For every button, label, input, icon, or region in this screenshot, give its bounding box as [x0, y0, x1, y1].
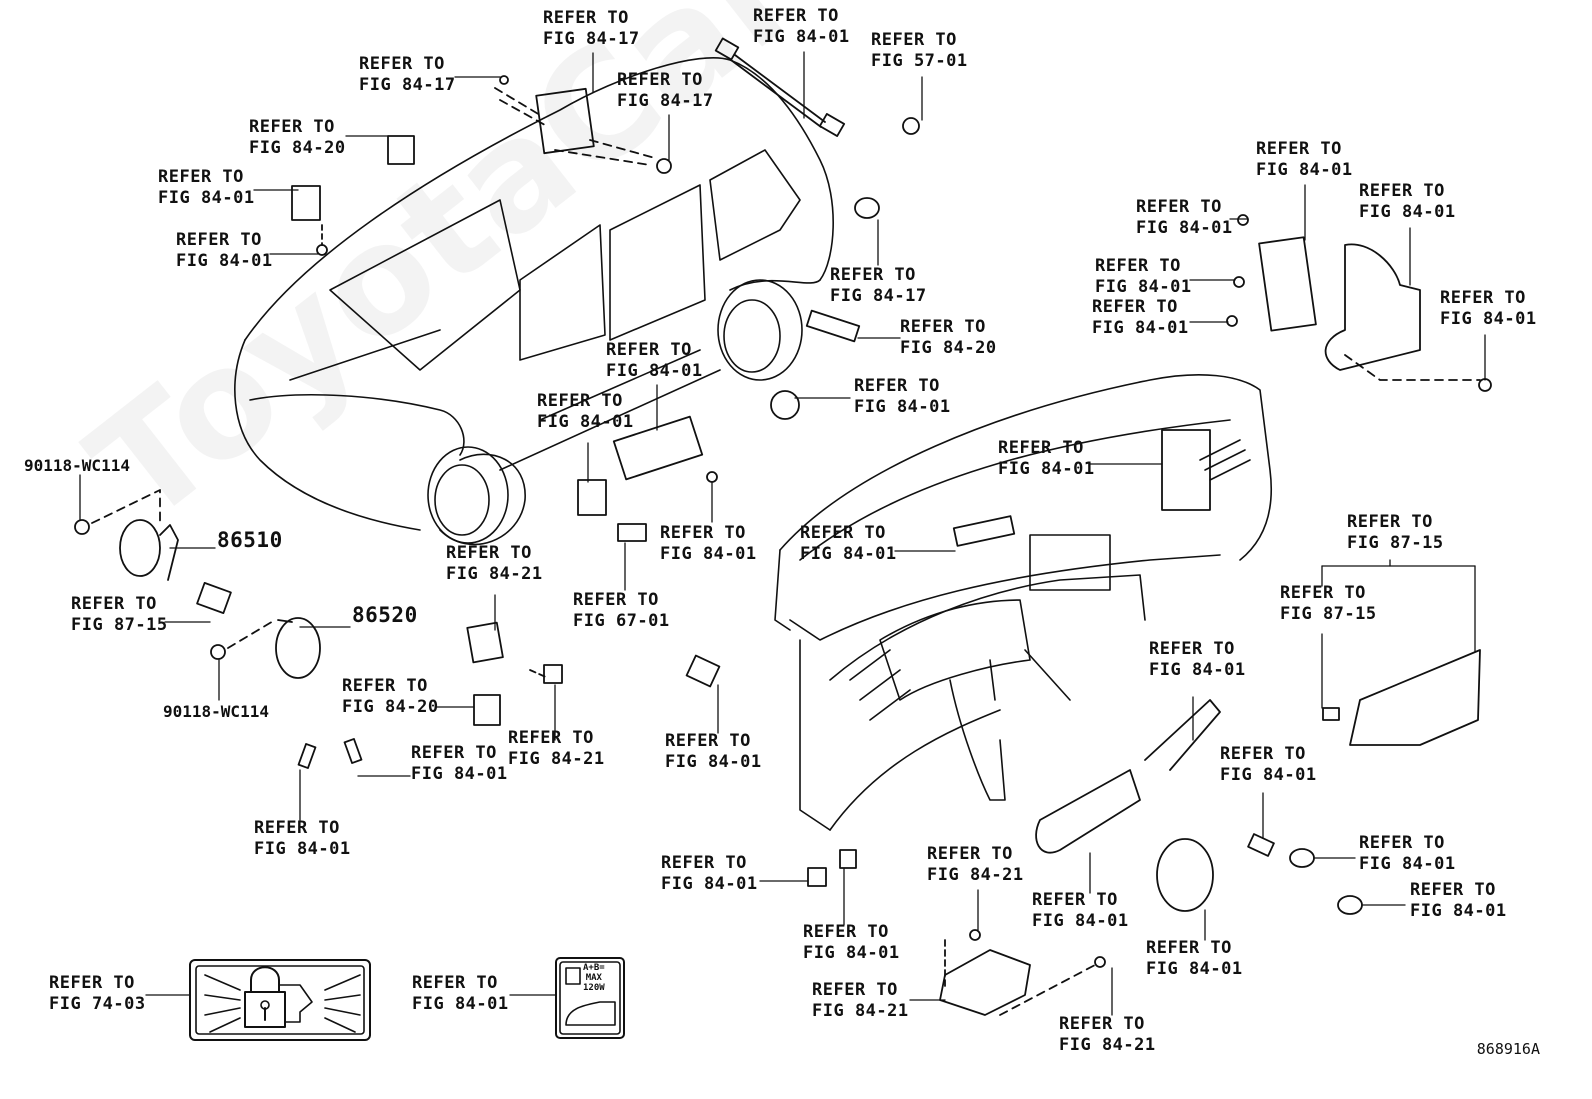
power-outlet-label [556, 958, 624, 1038]
part-number-bolt[interactable]: 90118-WC114 [163, 702, 269, 721]
theft-warning-label [190, 960, 370, 1040]
outlet-label-line3: 120W [583, 983, 605, 993]
components [75, 38, 1491, 1015]
power-outlet-label-text: A+B= MAX 120W [583, 963, 605, 993]
part-number-horn-low[interactable]: 86520 [352, 603, 418, 627]
outlet-label-line1: A+B= [583, 963, 605, 973]
illustration-code: 868916A [1476, 1040, 1540, 1058]
part-number-bolt[interactable]: 90118-WC114 [24, 456, 130, 475]
leader-lines [80, 52, 1485, 1015]
instrument-panel [775, 375, 1271, 830]
outlet-label-line2: MAX [585, 973, 602, 983]
part-number-horn-high[interactable]: 86510 [217, 528, 283, 552]
vehicle-outline [235, 58, 833, 545]
